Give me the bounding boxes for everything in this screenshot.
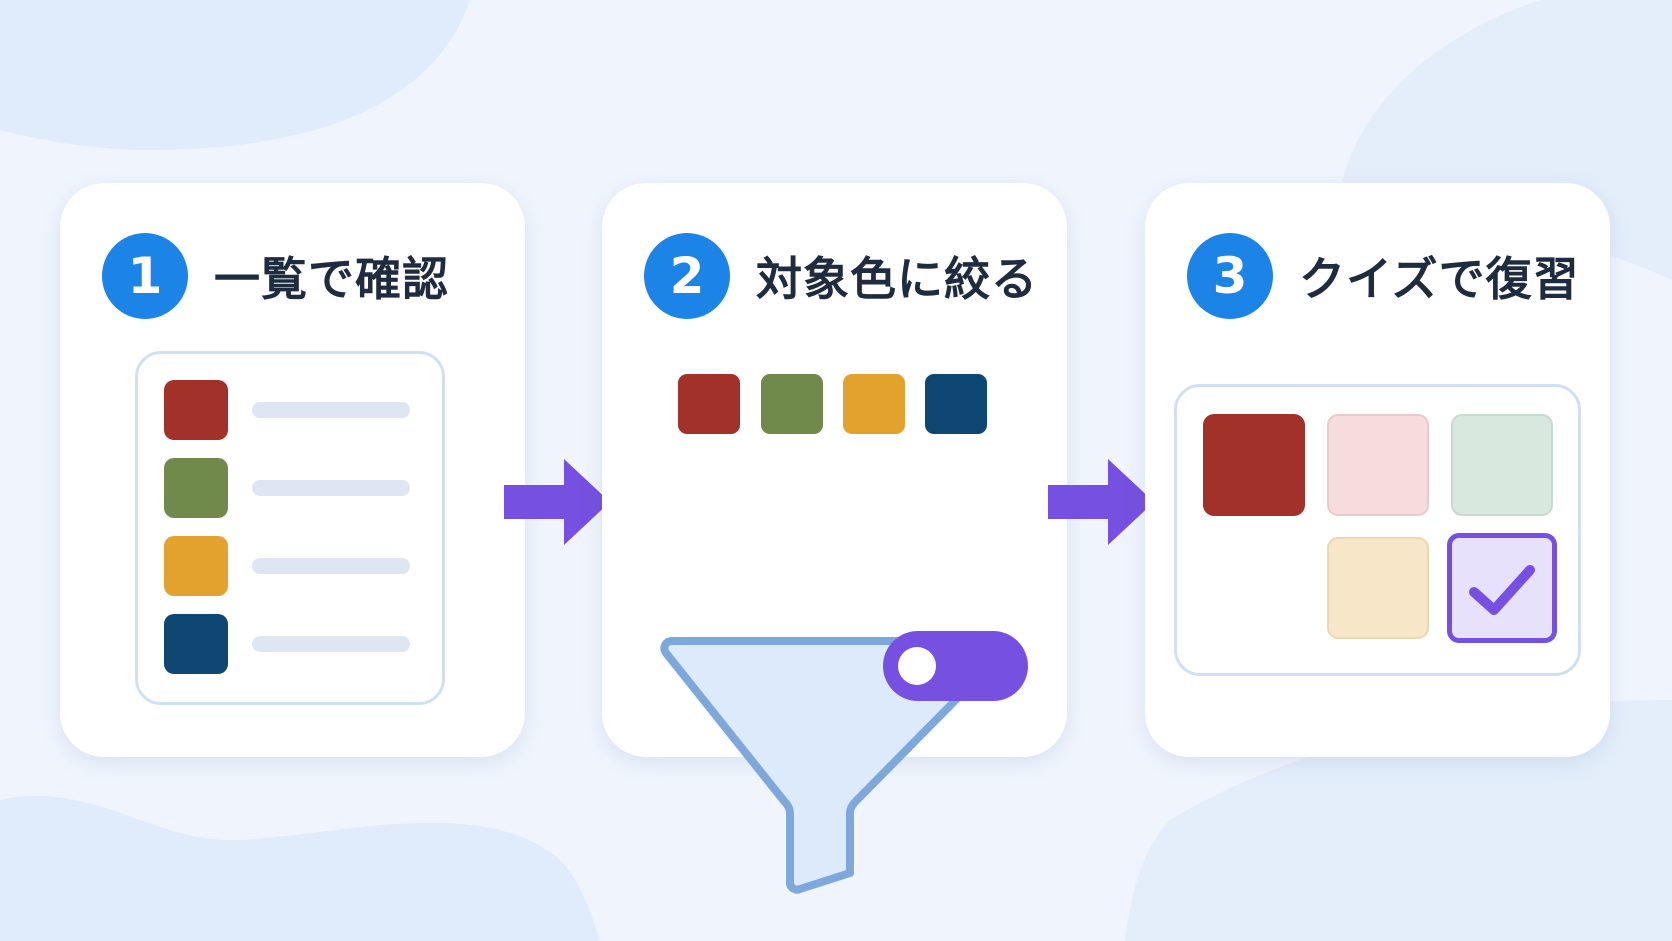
list-item [164,614,424,674]
color-swatch-yellow [164,536,228,596]
color-swatch-navy [925,374,987,434]
step-number-badge-1: 1 [102,233,188,319]
step-header-3: 3 クイズで復習 [1187,233,1580,319]
quiz-tile-faded-yellow [1327,537,1429,639]
text-line-placeholder [252,480,410,496]
toggle-switch-icon [883,631,1028,701]
toggle-knob [898,647,936,685]
quiz-tile-faded-green [1451,414,1553,516]
list-item [164,458,424,518]
color-swatch-red [678,374,740,434]
list-icon [135,351,445,705]
color-swatch-red [164,380,228,440]
step-title-1: 一覧で確認 [214,252,449,306]
step-card-2: 2 対象色に絞る [602,183,1067,894]
quiz-tile-selected [1447,533,1557,643]
step-title-3: クイズで復習 [1299,252,1580,306]
step-card-1: 1 一覧で確認 [60,183,525,757]
step-header-1: 1 一覧で確認 [102,233,449,319]
list-item [164,536,424,596]
step-number-badge-2: 2 [644,233,730,319]
step-header-2: 2 対象色に絞る [644,233,1038,319]
quiz-grid-icon [1174,384,1581,676]
text-line-placeholder [252,558,410,574]
text-line-placeholder [252,636,410,652]
text-line-placeholder [252,402,410,418]
step-title-2: 対象色に絞る [756,252,1038,306]
color-swatch-navy [164,614,228,674]
arrow-right-icon [504,459,610,545]
checkmark-icon [1469,565,1535,615]
step-number-badge-3: 3 [1187,233,1273,319]
color-swatch-green [761,374,823,434]
color-swatch-green [164,458,228,518]
arrow-right-icon [1048,459,1154,545]
color-swatch-yellow [843,374,905,434]
quiz-tile-faded-red [1327,414,1429,516]
step-card-3: 3 クイズで復習 [1145,183,1610,757]
quiz-tile-red [1203,414,1305,516]
list-item [164,380,424,440]
